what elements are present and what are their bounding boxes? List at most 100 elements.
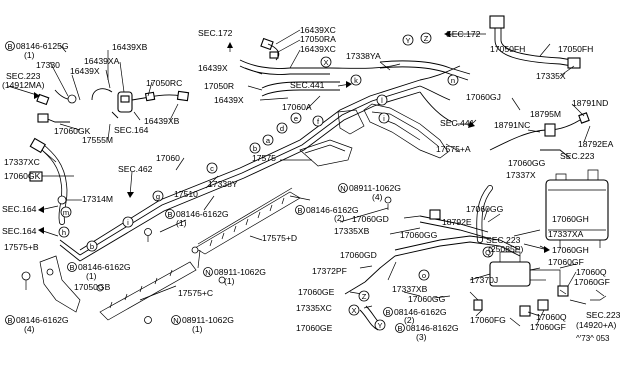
- prefix-n-1062a: N: [340, 184, 345, 193]
- label-17338y: 17338Y: [208, 179, 238, 189]
- label-18795m: 18795M: [530, 109, 561, 119]
- label-bolt-6162-e: 08146-6162G: [394, 307, 447, 317]
- label-bolt-6162-b: 08146-6162G: [176, 209, 229, 219]
- label-17335x: 17335X: [536, 71, 566, 81]
- label-sec164-b: SEC.164: [2, 204, 37, 214]
- label-17050rc: 17050RC: [146, 78, 182, 88]
- label-bolt-6162-a: 08146-6162G: [306, 205, 359, 215]
- label-bolt-6162-c: 08146-6162G: [78, 262, 131, 272]
- label-sec441-b: SEC.441: [440, 118, 475, 128]
- label-18791nc: 18791NC: [494, 120, 530, 130]
- label-sec164-c: SEC.164: [2, 226, 37, 236]
- label-17060gg-d: 17060GG: [408, 294, 446, 304]
- label-16439xc-a: 16439XC: [300, 25, 336, 35]
- label-17575: 17575: [252, 153, 276, 163]
- label-17555m: 17555M: [82, 135, 113, 145]
- diagram-code: ^'73^ 053: [576, 334, 610, 343]
- ref-circle-h: h: [62, 228, 66, 237]
- ref-circle-l: l: [381, 96, 383, 105]
- ref-circle-d: d: [280, 124, 284, 133]
- ref-circle-z2: Z: [362, 292, 367, 301]
- label-bolt-8162-qty: (3): [416, 332, 427, 342]
- label-sec462: SEC.462: [118, 164, 153, 174]
- label-17060gh-b: 17060GH: [552, 245, 589, 255]
- ref-circle-x: X: [323, 58, 328, 67]
- ref-circle-z: Z: [424, 34, 429, 43]
- label-sec223-d-sub: (14920+A): [576, 320, 617, 330]
- label-17060gf-c: 17060GF: [530, 322, 566, 332]
- label-17060gk-b: 17060GK: [4, 171, 41, 181]
- label-17050gb: 17050GB: [74, 282, 111, 292]
- lower-left-protector: [99, 261, 197, 321]
- label-bolt-6162-d: 08146-6162G: [16, 315, 69, 325]
- label-bolt-6162-b-qty: (1): [176, 218, 187, 228]
- label-bolt-6162-a-qty: (2): [334, 213, 345, 223]
- label-17510: 17510: [174, 189, 198, 199]
- label-sec164-a: SEC.164: [114, 125, 149, 135]
- label-sec172-b: SEC.172: [446, 29, 481, 39]
- label-17060gf-a: 17060GF: [548, 257, 584, 267]
- prefix-n-1062b: N: [205, 268, 210, 277]
- label-18791nd: 18791ND: [572, 98, 608, 108]
- prefix-b-6162a: B: [297, 206, 302, 215]
- ref-circle-y2: Y: [377, 321, 382, 330]
- label-bolt-6162-d-qty: (4): [24, 324, 35, 334]
- prefix-b-6162c: B: [69, 263, 74, 272]
- label-17330: 17330: [36, 60, 60, 70]
- ref-circle-i: i: [127, 218, 129, 227]
- label-17370j: 17370J: [470, 275, 498, 285]
- label-17337xb: 17337XB: [392, 284, 428, 294]
- upper-left-hose-assembly: [36, 88, 190, 123]
- label-17575a: 17575+A: [436, 144, 471, 154]
- label-17060a: 17060A: [282, 102, 312, 112]
- label-17337xa: 17337XA: [548, 229, 584, 239]
- label-18792e: 18792E: [442, 217, 472, 227]
- label-17050fh-b: 17050FH: [558, 44, 593, 54]
- label-17060gj: 17060GJ: [466, 92, 501, 102]
- label-17060gg-c: 17060GG: [400, 230, 438, 240]
- label-17575c: 17575+C: [178, 288, 213, 298]
- label-sec223-c: SEC.223: [486, 235, 521, 245]
- label-bolt-6162-c-qty: (1): [86, 271, 97, 281]
- label-17050fh-a: 17050FH: [490, 44, 525, 54]
- ref-circle-e: e: [294, 114, 298, 123]
- ref-circle-n: n: [451, 76, 455, 85]
- label-17314m: 17314M: [82, 194, 113, 204]
- left-bracket: [21, 255, 81, 313]
- label-17337xc: 17337XC: [4, 157, 40, 167]
- leader-lines: [41, 29, 591, 327]
- label-16439xc-b: 16439XC: [300, 44, 336, 54]
- ref-circle-c: c: [210, 164, 214, 173]
- ref-circle-m: m: [63, 208, 69, 217]
- label-17050r: 17050R: [204, 81, 234, 91]
- label-16439xb-b: 16439XB: [144, 116, 180, 126]
- label-17060gg-b: 17060GG: [466, 204, 504, 214]
- label-sec223-b: SEC.223: [560, 151, 595, 161]
- corrugated-protector: [194, 187, 301, 255]
- ref-circle-g: g: [156, 192, 160, 201]
- label-17060fg: 17060FG: [470, 315, 506, 325]
- ref-circle-q: Q: [485, 248, 491, 257]
- part-labels: 08146-6125G (1) 17330 16439XB 16439XA SE…: [2, 25, 621, 343]
- label-17372pf: 17372PF: [312, 266, 347, 276]
- label-17060q-b: 17060Q: [536, 312, 567, 322]
- label-17050ra: 17050RA: [300, 34, 336, 44]
- ref-circle-x2: X: [351, 306, 356, 315]
- label-bolt-6162-e-qty: (2): [404, 315, 415, 325]
- reference-letter-circles: Y Z n X k l i e f d a b c g i b h m Y Z …: [58, 32, 494, 331]
- label-17060gh-a: 17060GH: [552, 214, 589, 224]
- label-16439x-a: 16439X: [70, 66, 100, 76]
- label-17060gd-b: 17060GD: [340, 250, 377, 260]
- label-nut-1062-b: 08911-1062G: [214, 267, 266, 277]
- label-16439x-b: 16439X: [198, 63, 228, 73]
- label-17337x: 17337X: [506, 170, 536, 180]
- label-17575b: 17575+B: [4, 242, 39, 252]
- label-sec172-a: SEC.172: [198, 28, 233, 38]
- label-sec223-a: SEC.223: [6, 71, 41, 81]
- label-17060ge-a: 17060GE: [298, 287, 335, 297]
- label-bolt-6125-qty: (1): [24, 50, 35, 60]
- ref-circle-o: o: [422, 271, 426, 280]
- label-nut-1062-c-qty: (1): [192, 324, 203, 334]
- lower-center-pipes: [344, 209, 607, 331]
